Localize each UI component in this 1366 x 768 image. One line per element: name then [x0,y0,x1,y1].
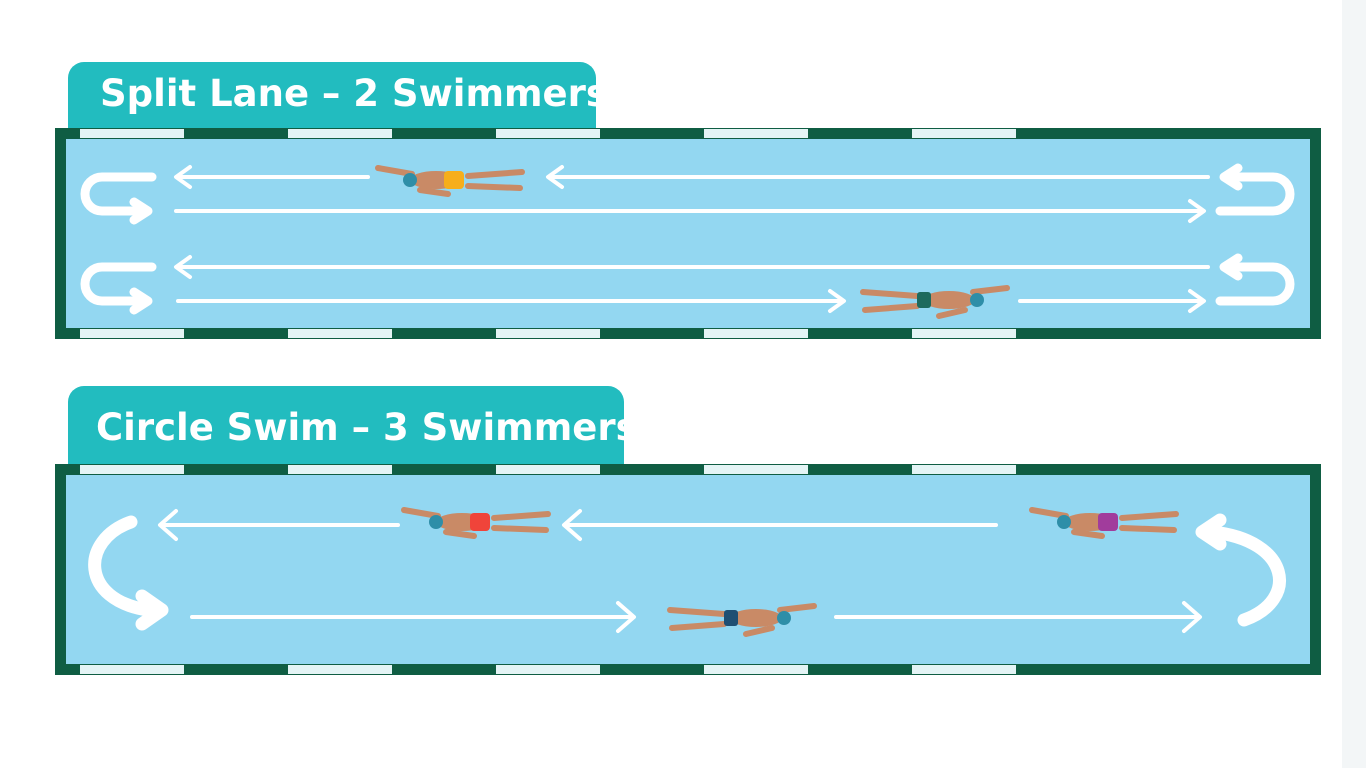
pool-water [66,139,1310,328]
swimmer-female-icon [375,165,525,197]
arrow-right-icon [1018,289,1206,313]
arrow-right-icon [174,199,1206,223]
arrow-right-icon [834,601,1202,633]
arrow-left-icon [174,165,370,189]
arrow-left-icon [546,165,1210,189]
circle-turn-left-icon [88,515,169,631]
circle-turn-right-icon [1195,513,1286,627]
swimmer-male-icon [667,603,817,637]
arrow-left-icon [562,509,998,541]
swimmer-male-icon [860,285,1010,319]
arrow-right-icon [190,601,636,633]
arrow-left-icon [158,509,400,541]
u-turn-right-icon [1215,163,1295,216]
u-turn-left-icon [80,172,157,225]
swimmer-female-icon [401,507,551,539]
u-turn-left-icon [80,262,157,315]
pool-water [66,475,1310,664]
circle-swim-title: Circle Swim – 3 Swimmers [68,386,638,464]
split-lane-title: Split Lane – 2 Swimmers [68,62,608,128]
swimmer-female-icon [1029,507,1179,539]
u-turn-right-icon [1215,253,1295,306]
lane-markers [80,465,1016,674]
right-edge-strip [1342,0,1366,768]
arrow-right-icon [176,289,846,313]
lane-markers [80,129,1016,338]
arrow-left-icon [174,255,1210,279]
